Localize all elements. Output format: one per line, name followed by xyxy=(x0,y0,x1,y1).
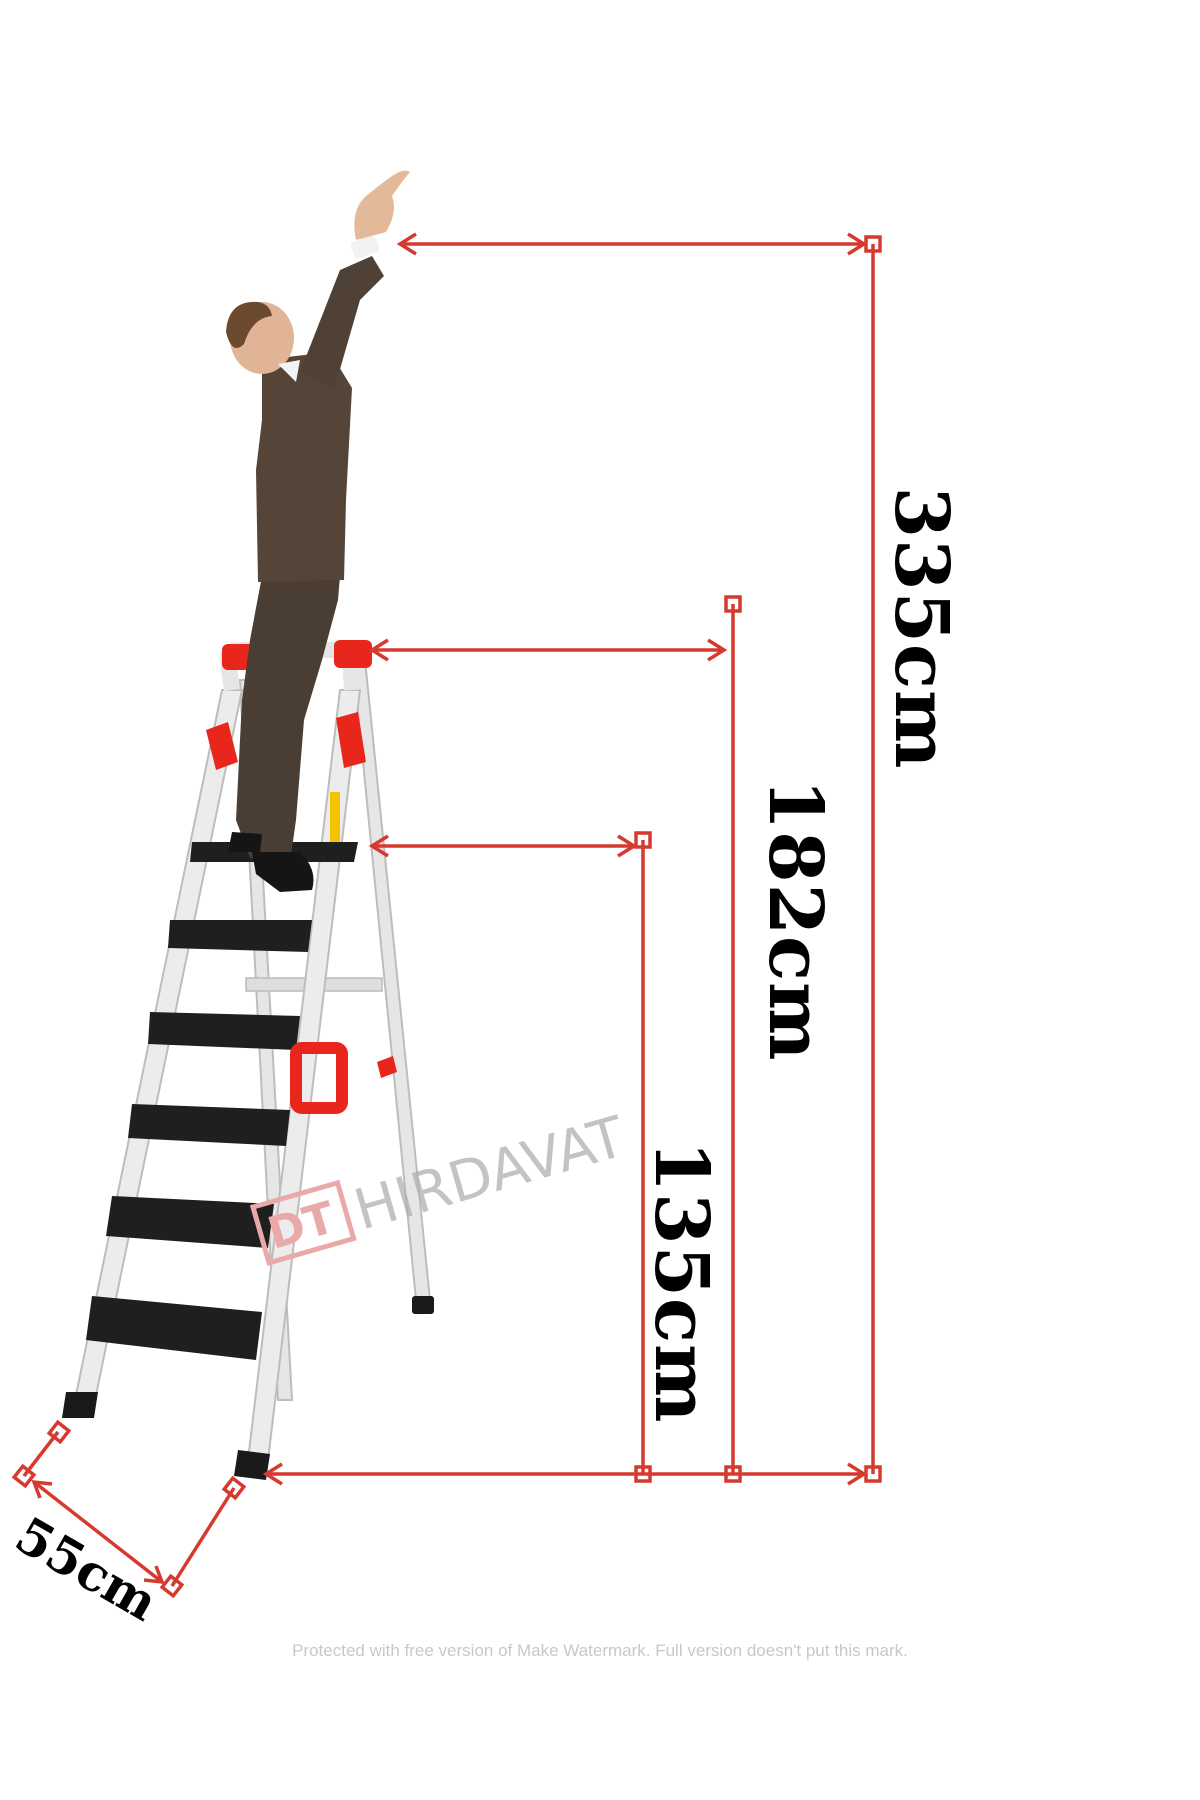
rear-foot xyxy=(412,1296,434,1314)
label-platform-height: 182cm xyxy=(752,779,838,1062)
watermark-notice: Protected with free version of Make Wate… xyxy=(292,1641,908,1660)
person-cuff xyxy=(350,235,380,259)
label-step-height: 135cm xyxy=(638,1141,724,1424)
person-hair xyxy=(226,301,272,348)
arrow-head xyxy=(617,834,638,858)
dimension-marker xyxy=(634,1465,652,1483)
front-foot-left xyxy=(62,1392,98,1418)
arrow-head xyxy=(31,1479,53,1499)
base-extension-left xyxy=(22,1430,60,1478)
person-arm xyxy=(300,256,384,390)
dimension-marker xyxy=(864,235,882,253)
arrow-base-depth xyxy=(32,1480,164,1584)
person-collar xyxy=(278,360,300,382)
step-tread xyxy=(106,1196,274,1248)
front-foot-right xyxy=(234,1450,270,1480)
dimension-marker xyxy=(221,1475,247,1501)
arrow-head xyxy=(143,1565,165,1585)
step-treads xyxy=(86,842,358,1360)
person-legs xyxy=(236,576,340,862)
watermark-brand: HIRDAVAT xyxy=(347,1104,632,1243)
person-shoe xyxy=(228,832,262,852)
hinge-left xyxy=(206,722,238,770)
step-tread xyxy=(168,920,312,952)
hinge-right xyxy=(336,712,366,768)
safety-label xyxy=(330,792,340,856)
arrow-head xyxy=(262,1462,283,1486)
arrow-head xyxy=(396,232,417,256)
arrow-head xyxy=(847,232,868,256)
person-figure xyxy=(226,170,410,892)
step-tread xyxy=(148,1012,300,1050)
dimension-marker xyxy=(634,831,652,849)
person-jacket xyxy=(256,352,352,582)
watermark-logo-box xyxy=(249,1179,357,1266)
dimension-marker xyxy=(46,1419,72,1445)
step-ladder xyxy=(62,640,434,1480)
tool-handle xyxy=(290,1042,348,1114)
dimension-marker xyxy=(159,1573,185,1599)
arrow-head xyxy=(847,1462,868,1486)
person-hand xyxy=(354,170,410,240)
handrail-grip-right xyxy=(334,640,372,668)
person-shoe xyxy=(252,852,314,892)
dimension-marker xyxy=(724,595,742,613)
dimension-marker xyxy=(11,1463,37,1489)
brand-watermark: DT HIRDAVAT xyxy=(249,1104,633,1266)
arrow-head xyxy=(368,638,389,662)
arrow-head xyxy=(368,834,389,858)
step-tread xyxy=(86,1296,262,1360)
base-extension-right xyxy=(170,1487,236,1587)
rear-clip xyxy=(377,1056,397,1078)
label-reach-height: 335cm xyxy=(878,487,964,770)
arrow-head xyxy=(707,638,728,662)
dimension-marker xyxy=(724,1465,742,1483)
dimension-marker xyxy=(864,1465,882,1483)
step-tread xyxy=(128,1104,290,1146)
dimension-lines xyxy=(11,232,882,1599)
